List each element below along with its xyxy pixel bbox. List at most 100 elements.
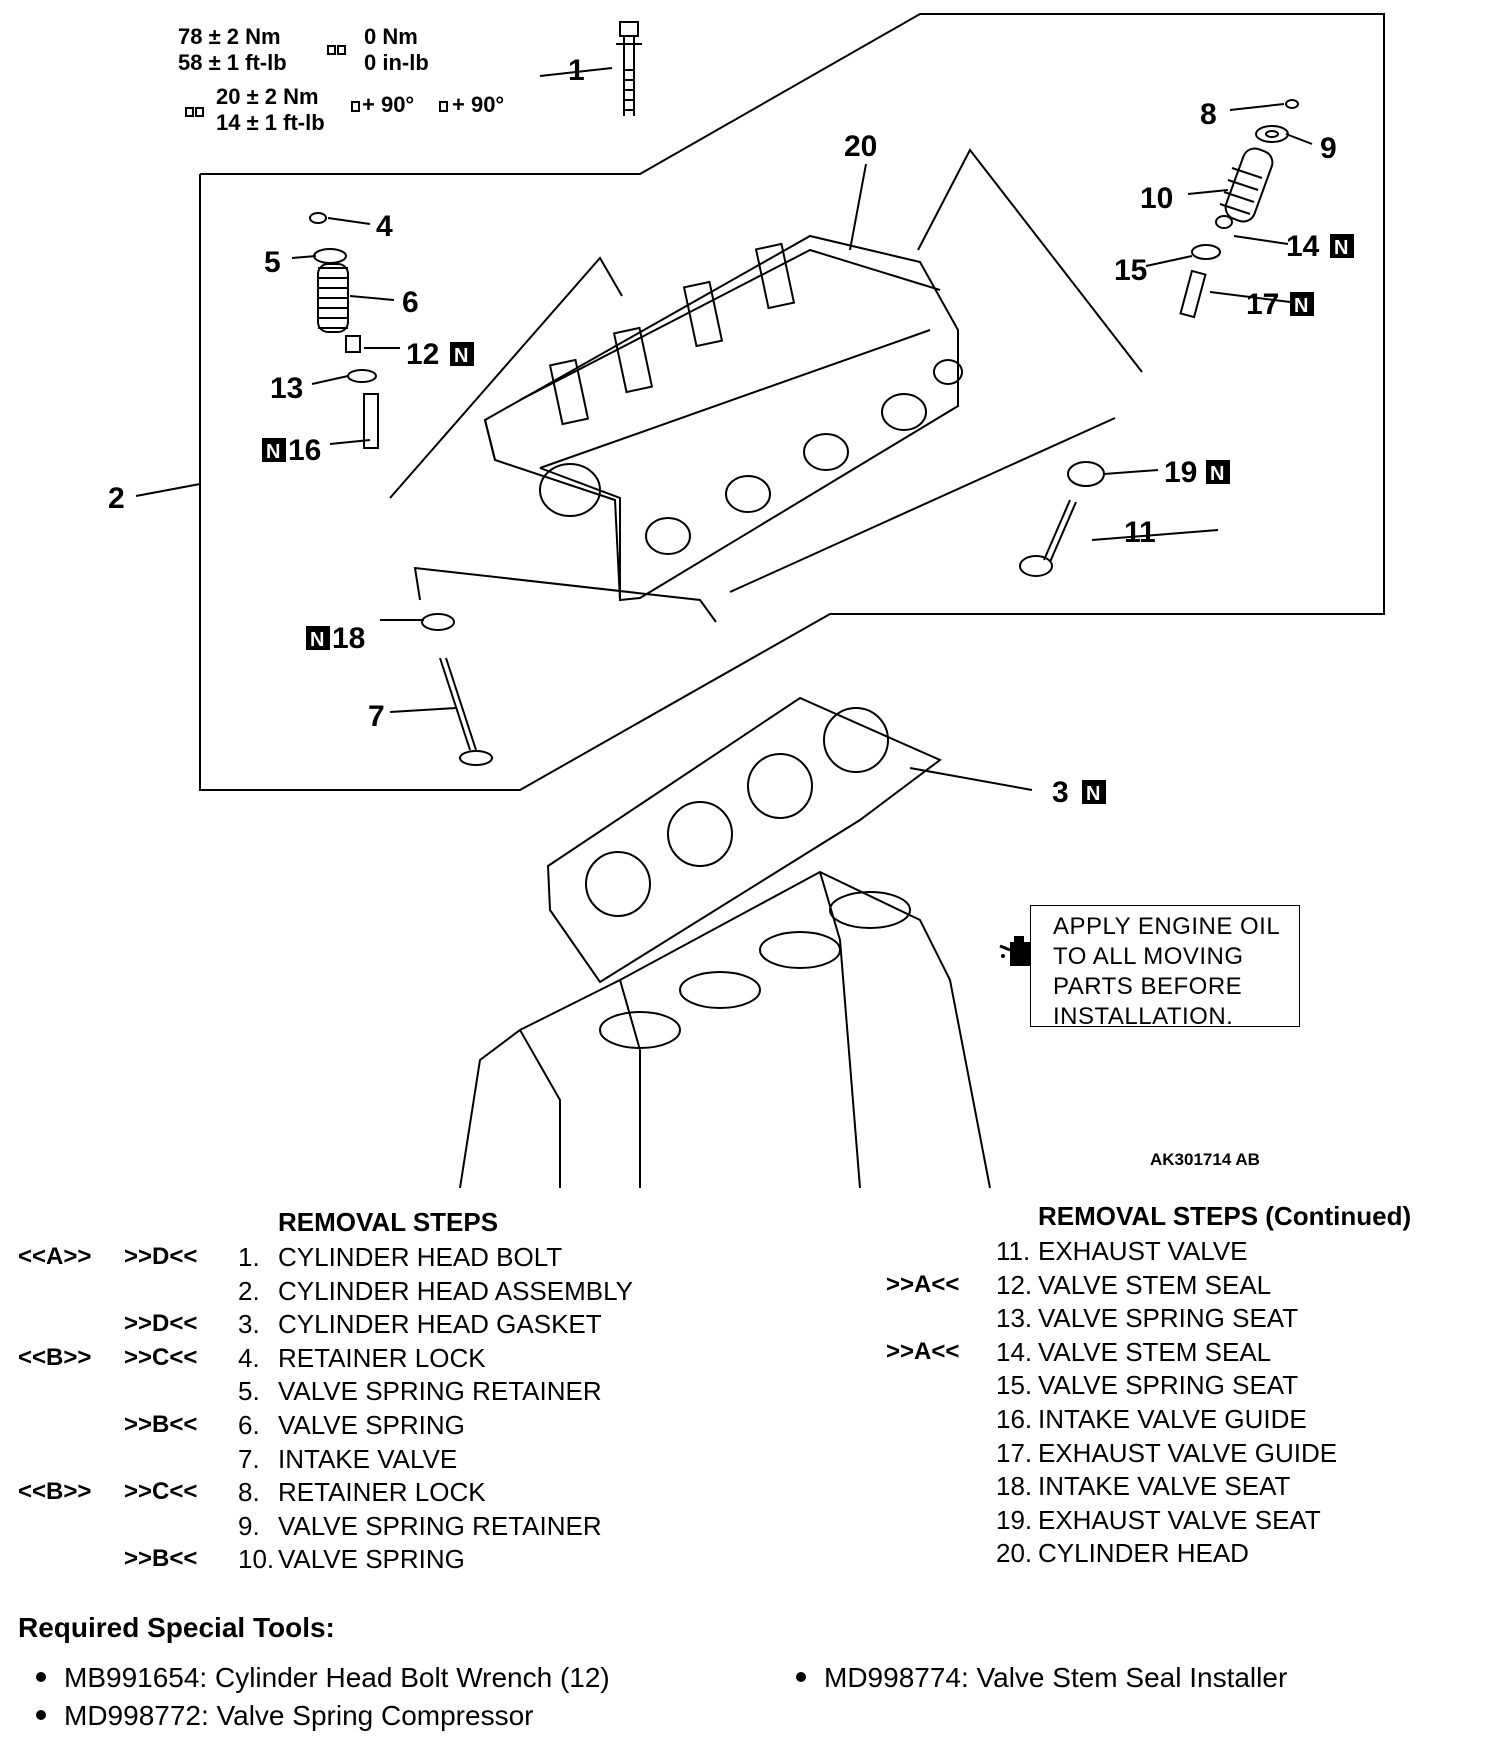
tool-item-label: MD998774: Valve Stem Seal Installer: [824, 1662, 1288, 1693]
step-marker: >>C<<: [124, 1343, 198, 1371]
oil-note-line-2: TO ALL MOVING: [1053, 943, 1244, 970]
step-number: 12.: [996, 1269, 1033, 1300]
step-marker: >>C<<: [124, 1478, 198, 1506]
callout-10: 10: [1140, 182, 1173, 215]
step-marker: >>A<<: [886, 1270, 960, 1298]
oil-note-line-1: APPLY ENGINE OIL: [1053, 913, 1281, 940]
new-part-badge-text: N: [1334, 237, 1348, 259]
removal-steps-title: REMOVAL STEPS: [278, 1207, 499, 1237]
head-bolt: [616, 21, 642, 116]
step-label: VALVE SPRING: [278, 1410, 465, 1440]
new-part-badge-text: N: [310, 629, 324, 651]
step-marker: >>A<<: [886, 1337, 960, 1365]
torque-turn-1: + 90°: [362, 92, 414, 117]
callout-18: 18: [332, 622, 365, 655]
tool-item-label: MD998772: Valve Spring Compressor: [64, 1700, 534, 1731]
new-part-badge: [1290, 292, 1314, 316]
step-label: VALVE SPRING RETAINER: [278, 1376, 602, 1407]
step-marker: <<A>>: [18, 1243, 92, 1270]
callout-9: 9: [1320, 132, 1337, 165]
step-number: 4.: [238, 1342, 260, 1373]
head-gasket: [546, 696, 942, 984]
bullet-icon: [36, 1671, 46, 1682]
step-label: RETAINER LOCK: [278, 1342, 486, 1373]
step-number: 5.: [238, 1376, 260, 1407]
step-label: EXHAUST VALVE SEAT: [1038, 1504, 1321, 1535]
callout-8: 8: [1200, 98, 1217, 131]
intake-valve-stack: [309, 212, 493, 766]
new-part-badge-text: N: [1210, 463, 1224, 485]
new-part-badge: [1330, 234, 1354, 258]
new-part-badge: [1082, 780, 1106, 804]
step-label: INTAKE VALVE: [278, 1443, 458, 1474]
step-label: INTAKE VALVE GUIDE: [1038, 1404, 1307, 1434]
step-label: VALVE SPRING SEAT: [1038, 1303, 1299, 1334]
callout-6: 6: [402, 286, 419, 319]
step-number: 11.: [996, 1236, 1031, 1266]
step-number: 6.: [238, 1410, 260, 1440]
new-part-badge: [306, 626, 330, 650]
callout-2: 2: [108, 482, 125, 515]
step-number: 13.: [996, 1303, 1033, 1334]
exploded-diagram: 78 ± 2 Nm 58 ± 1 ft-lb 0 Nm 0 in-lb 20 ±…: [108, 13, 1385, 1189]
engine-block: [459, 870, 991, 1189]
torque-spec: 78 ± 2 Nm 58 ± 1 ft-lb 0 Nm 0 in-lb 20 ±…: [178, 24, 504, 135]
step-number: 20.: [996, 1538, 1033, 1569]
oil-can-icon: [999, 936, 1030, 966]
callout-15: 15: [1114, 254, 1147, 287]
step-number: 2.: [238, 1275, 260, 1306]
step-number: 19.: [996, 1504, 1033, 1535]
new-part-badge-text: N: [454, 345, 468, 367]
oil-note: APPLY ENGINE OIL TO ALL MOVING PARTS BEF…: [1030, 905, 1300, 1030]
step-number: 3.: [238, 1309, 260, 1340]
new-part-badge: [262, 438, 286, 462]
step-label: VALVE SPRING: [278, 1544, 465, 1575]
step-marker: >>D<<: [124, 1310, 198, 1338]
step-number: 7.: [238, 1443, 260, 1474]
callout-12: 12: [406, 338, 439, 371]
new-part-badge-text: N: [266, 441, 280, 463]
step-number: 9.: [238, 1510, 260, 1541]
step-label: CYLINDER HEAD BOLT: [278, 1242, 563, 1272]
step-number: 18.: [996, 1471, 1033, 1502]
step-label: EXHAUST VALVE: [1038, 1236, 1248, 1266]
step-marker: <<B>>: [18, 1343, 92, 1371]
tool-item-label: MB991654: Cylinder Head Bolt Wrench (12): [64, 1662, 610, 1693]
new-part-badge: [1206, 460, 1230, 484]
tool-item: MD998774: Valve Stem Seal Installer: [796, 1662, 1287, 1694]
torque-turn-2: + 90°: [452, 92, 504, 117]
step-label: EXHAUST VALVE GUIDE: [1038, 1437, 1338, 1468]
callout-5: 5: [264, 246, 281, 279]
callout-1: 1: [568, 54, 585, 87]
tool-item: MD998772: Valve Spring Compressor: [36, 1700, 533, 1732]
step-label: VALVE SPRING RETAINER: [278, 1510, 602, 1541]
step-label: CYLINDER HEAD: [1038, 1538, 1249, 1569]
step-marker: >>B<<: [124, 1545, 198, 1573]
step-number: 14.: [996, 1336, 1033, 1367]
callout-16: 16: [288, 434, 321, 467]
step-number: 15.: [996, 1370, 1033, 1401]
step-marker: >>D<<: [124, 1243, 198, 1270]
assembly-outline: [199, 13, 1385, 791]
cylinder-head: [483, 234, 963, 602]
callout-13: 13: [270, 372, 303, 405]
tool-item: MB991654: Cylinder Head Bolt Wrench (12): [36, 1662, 610, 1694]
callout-11: 11: [1124, 516, 1156, 549]
step-number: 16.: [996, 1404, 1033, 1434]
step-label: CYLINDER HEAD GASKET: [278, 1309, 602, 1340]
step-marker: >>B<<: [124, 1411, 198, 1438]
callout-19: 19: [1164, 456, 1197, 489]
new-part-badge-text: N: [1294, 295, 1308, 317]
step-number: 17.: [996, 1437, 1033, 1468]
callout-3: 3: [1052, 776, 1069, 809]
callout-20: 20: [844, 130, 877, 163]
torque-b1: 0 Nm: [364, 24, 418, 49]
torque-c2: 14 ± 1 ft-lb: [216, 110, 325, 135]
callout-14: 14: [1286, 230, 1320, 263]
step-number: 8.: [238, 1477, 260, 1508]
torque-a1: 78 ± 2 Nm: [178, 24, 281, 49]
callouts: 1 2 3 N 4 5 6 7 8 9 10 11 12 N 13 14 N 1…: [108, 54, 1354, 809]
step-number: 10.: [238, 1544, 275, 1575]
figure-id: AK301714 AB: [1150, 1150, 1260, 1169]
callout-7: 7: [368, 700, 385, 733]
